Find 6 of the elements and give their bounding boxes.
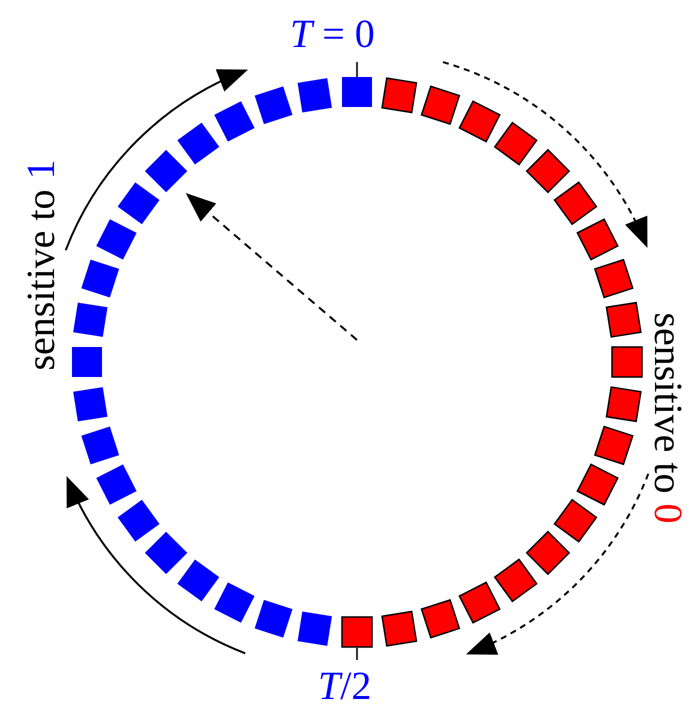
axis-label: 0 — [646, 504, 691, 524]
time-label: T = 0 — [290, 11, 375, 56]
axis-label: 1 — [18, 159, 63, 180]
axis-label: sensitive to — [646, 312, 691, 494]
axis-label: sensitive to — [18, 189, 63, 371]
time-label: T/2 — [318, 663, 372, 708]
